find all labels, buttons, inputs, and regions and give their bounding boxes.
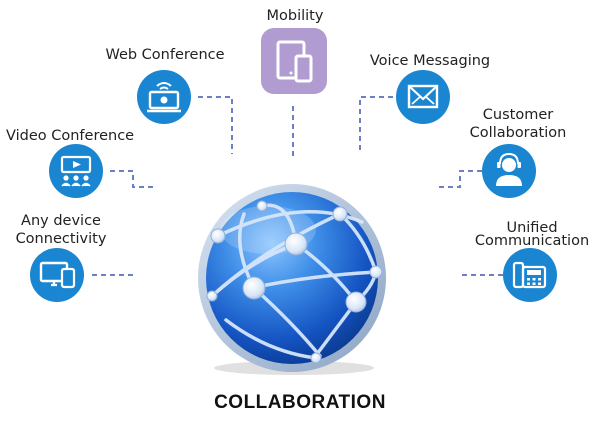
label-any-device-line-2: Connectivity [15, 231, 107, 247]
label-video-conference: Video Conference [6, 127, 134, 145]
label-unified-communication-line-2: Communication [474, 233, 590, 249]
label-customer-collaboration: Customer Collaboration [448, 106, 588, 142]
label-web-conference-line-1: Web Conference [105, 47, 225, 63]
label-customer-collaboration-line-1: Customer [482, 107, 554, 123]
label-web-conference: Web Conference [90, 46, 240, 64]
connector-video-conference [110, 170, 157, 188]
envelope-icon [396, 70, 450, 124]
label-customer-collaboration-line-2: Collaboration [469, 125, 567, 141]
connector-voice-messaging [359, 96, 393, 154]
presentation-screen-icon [49, 144, 103, 198]
headset-agent-icon [482, 144, 536, 198]
network-globe [198, 184, 386, 375]
desk-phone-icon [503, 248, 557, 302]
monitor-phone-icon [30, 248, 84, 302]
label-video-conference-line-1: Video Conference [6, 128, 135, 144]
connector-web-conference [198, 96, 233, 154]
diagram-title: COLLABORATION [214, 392, 386, 413]
webcam-screen-icon [137, 70, 191, 124]
label-any-device-line-1: Any device [21, 213, 101, 229]
connector-customer-collaboration [435, 170, 482, 188]
label-any-device: Any device Connectivity [0, 212, 122, 248]
label-unified-communication: Unified Communication [470, 220, 594, 249]
label-voice-messaging: Voice Messaging [360, 52, 500, 70]
connector-lines [92, 96, 503, 276]
label-unified-communication-line-1: Unified [506, 220, 558, 236]
tablet-phone-icon [261, 28, 327, 94]
label-voice-messaging-line-1: Voice Messaging [369, 53, 491, 69]
label-mobility: Mobility [240, 7, 350, 25]
label-mobility-line-1: Mobility [266, 8, 324, 24]
